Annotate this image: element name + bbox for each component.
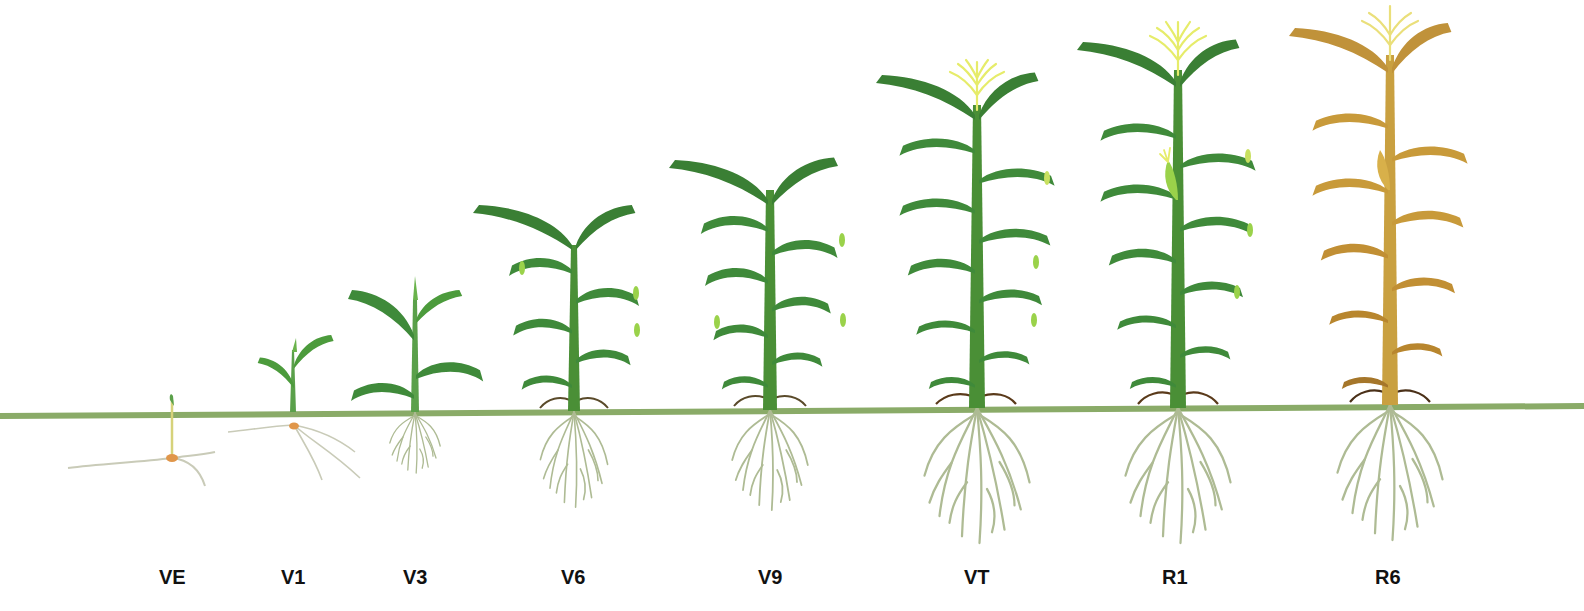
stage-label: VT [964, 567, 990, 587]
stage-label: R6 [1375, 567, 1401, 587]
stage-label: VE [159, 567, 186, 587]
stage-label: V3 [403, 567, 427, 587]
stage-label: V1 [281, 567, 305, 587]
stage-label: V6 [561, 567, 585, 587]
stage-label: R1 [1162, 567, 1188, 587]
stage-label: V9 [758, 567, 782, 587]
